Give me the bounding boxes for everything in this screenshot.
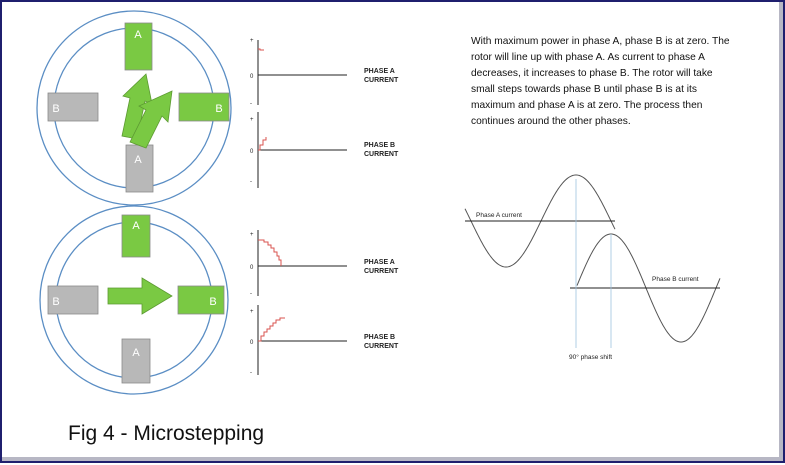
bottom-b-current-trace	[258, 317, 285, 342]
top-a-zero: 0	[250, 74, 254, 80]
bottom-a-zero: 0	[250, 265, 254, 271]
top-stator-outer-ring	[36, 10, 232, 206]
bottom-phase-b-label-line1: PHASE B	[364, 334, 395, 341]
top-pole-b-left-label: B	[52, 103, 59, 115]
bottom-phase-b-label-line2: CURRENT	[364, 343, 399, 350]
top-a-plus: +	[250, 38, 254, 44]
bottom-pole-b-left-label: B	[52, 296, 59, 308]
top-phase-a-label-line2: CURRENT	[364, 77, 399, 84]
top-phase-b-label-line1: PHASE B	[364, 142, 395, 149]
top-a-current-trace	[258, 48, 264, 51]
bottom-b-zero: 0	[250, 340, 254, 346]
top-a-minus: -	[250, 101, 252, 107]
phase-current-labels: PHASE A CURRENT PHASE B CURRENT PHASE A …	[364, 68, 399, 350]
bottom-pole-a-upper-label: A	[132, 220, 140, 232]
top-b-zero: 0	[250, 149, 254, 155]
phase-shift-label: 90° phase shift	[569, 353, 612, 361]
top-pole-a-lower	[125, 144, 154, 193]
sine-diagram: Phase A current Phase B current 90° phas…	[464, 174, 721, 361]
bottom-b-plus: +	[250, 309, 254, 315]
bottom-pole-b-right	[177, 285, 225, 315]
top-pole-b-right-label: B	[215, 103, 222, 115]
bottom-phase-a-label-line2: CURRENT	[364, 268, 399, 275]
bottom-a-current-trace	[258, 239, 282, 266]
bottom-b-minus: -	[250, 370, 252, 376]
figure-caption: Fig 4 - Microstepping	[68, 422, 265, 445]
bottom-rotor-arrow-right	[107, 277, 173, 315]
top-pole-b-left	[47, 92, 99, 122]
top-b-minus: -	[250, 179, 252, 185]
bottom-pole-a-lower	[121, 338, 151, 384]
bottom-pole-a-upper	[121, 214, 151, 258]
top-motor: A B B A	[36, 10, 232, 206]
bottom-pole-b-right-label: B	[209, 296, 216, 308]
phase-a-current-label: Phase A current	[476, 212, 522, 219]
bottom-pole-a-lower-label: A	[132, 347, 140, 359]
current-axes	[257, 40, 347, 375]
bottom-motor: A B B A	[39, 205, 229, 395]
top-rotor-arrow-diagonal	[129, 90, 173, 149]
top-pole-b-right	[178, 92, 230, 122]
bottom-a-minus: -	[250, 291, 252, 297]
phase-b-current-label: Phase B current	[652, 276, 699, 283]
bottom-phase-a-label-line1: PHASE A	[364, 259, 395, 266]
bottom-pole-b-left	[47, 285, 99, 315]
axis-tick-labels: + 0 - + 0 - + 0 - + 0 -	[250, 38, 254, 376]
top-pole-a-upper	[124, 22, 153, 71]
top-b-plus: +	[250, 117, 254, 123]
phase-a-sine-wave	[464, 174, 616, 268]
top-pole-a-upper-label: A	[134, 29, 142, 41]
current-traces	[258, 48, 285, 342]
phase-b-sine-wave	[576, 233, 721, 343]
top-phase-a-label-line1: PHASE A	[364, 68, 395, 75]
top-b-current-trace	[258, 137, 267, 151]
top-phase-b-label-line2: CURRENT	[364, 151, 399, 158]
bottom-stator-outer-ring	[39, 205, 229, 395]
top-pole-a-lower-label: A	[134, 154, 142, 166]
bottom-a-plus: +	[250, 232, 254, 238]
description-text: With maximum power in phase A, phase B i…	[471, 36, 730, 128]
